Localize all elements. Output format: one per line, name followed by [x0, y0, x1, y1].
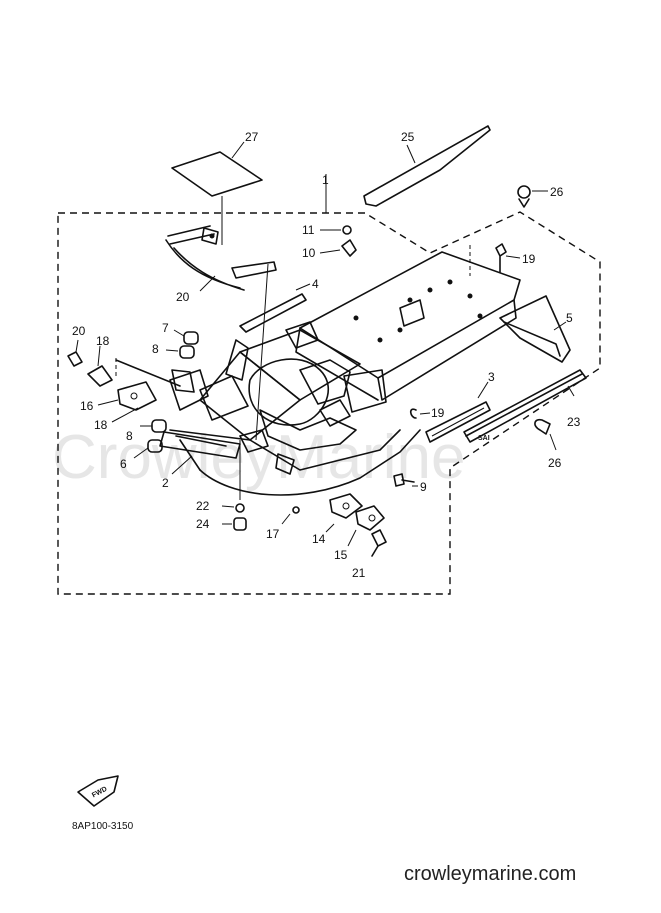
callout-15: 17: [266, 527, 280, 541]
callout-7: 7: [162, 321, 169, 335]
part-10-clamp: [319, 239, 357, 257]
part-24-decal: [363, 125, 491, 207]
part-27-pad: [171, 141, 263, 197]
part-21-washer: [221, 440, 245, 513]
part-16-bolt: [469, 243, 521, 276]
callout-10: 10: [302, 246, 316, 260]
callout-8-upper: 8: [152, 342, 159, 356]
assembly-boundary: [57, 211, 601, 595]
callout-9: 9: [420, 480, 427, 494]
part-19-bolt-upper: [67, 339, 83, 367]
callout-8-lower: 8: [126, 429, 133, 443]
callout-18: 19: [431, 406, 445, 420]
callout-17-upper: 18: [96, 334, 110, 348]
part-15-washer: [281, 506, 300, 525]
callout-assembly: 1: [322, 173, 329, 187]
part-2-front-rail: [159, 431, 241, 475]
part-8-damper-upper: [165, 345, 195, 359]
callout-27: 27: [245, 130, 259, 144]
callout-2: 2: [162, 476, 169, 490]
drawing-code: 8AP100-3150: [72, 821, 134, 832]
part-3-side-rail: [425, 381, 491, 443]
part-9-bolt: [393, 473, 418, 487]
part-19-bolt-lower: [371, 529, 387, 557]
callout-19-upper: 20: [72, 324, 86, 338]
callout-21: 22: [196, 499, 210, 513]
callout-11: 11: [302, 223, 315, 237]
callout-20: 20: [176, 290, 190, 304]
part-13-mount: [347, 505, 385, 547]
part-18-clip: [409, 408, 431, 419]
part-25-cap: [517, 185, 548, 208]
callout-6: 6: [120, 457, 127, 471]
callout-23: 23: [567, 415, 581, 429]
part-26-clip: [534, 418, 557, 451]
part-5-rear-bracket: [499, 295, 571, 363]
part-23-long-rail: SAI: [463, 369, 587, 443]
callout-13: 15: [334, 548, 348, 562]
callout-22: 24: [196, 517, 210, 531]
callout-24: 25: [401, 130, 415, 144]
site-credit: crowleymarine.com: [404, 863, 576, 885]
callout-4: 4: [312, 277, 319, 291]
callout-17-lower: 18: [94, 418, 108, 432]
callout-12: 14: [312, 532, 326, 546]
part-4-rail-bracket: [239, 283, 311, 333]
fwd-arrow-icon: FWD: [77, 775, 119, 807]
part-7-damper: [173, 329, 199, 345]
part-17-mount-lower: [111, 407, 139, 423]
part-14-bracket: [97, 381, 157, 411]
frame-chassis: [169, 251, 521, 496]
callout-26: 26: [548, 456, 562, 470]
callout-14: 16: [80, 399, 94, 413]
part-11-washer: [320, 225, 352, 235]
steering-post: [115, 358, 209, 411]
part-12-mount: [325, 493, 363, 533]
svg-text:SAI: SAI: [478, 435, 490, 442]
frame-leader: [255, 263, 269, 441]
part-17-mount-upper: [87, 345, 113, 387]
callout-16: 19: [522, 252, 536, 266]
callout-5: 5: [566, 311, 573, 325]
part-20-grab-bar: [165, 225, 277, 292]
part-22-bushing: [222, 517, 247, 531]
callout-25: 26: [550, 185, 564, 199]
callout-19-lower: 21: [352, 566, 366, 580]
callout-3: 3: [488, 370, 495, 384]
part-8-damper-lower: [140, 419, 167, 433]
